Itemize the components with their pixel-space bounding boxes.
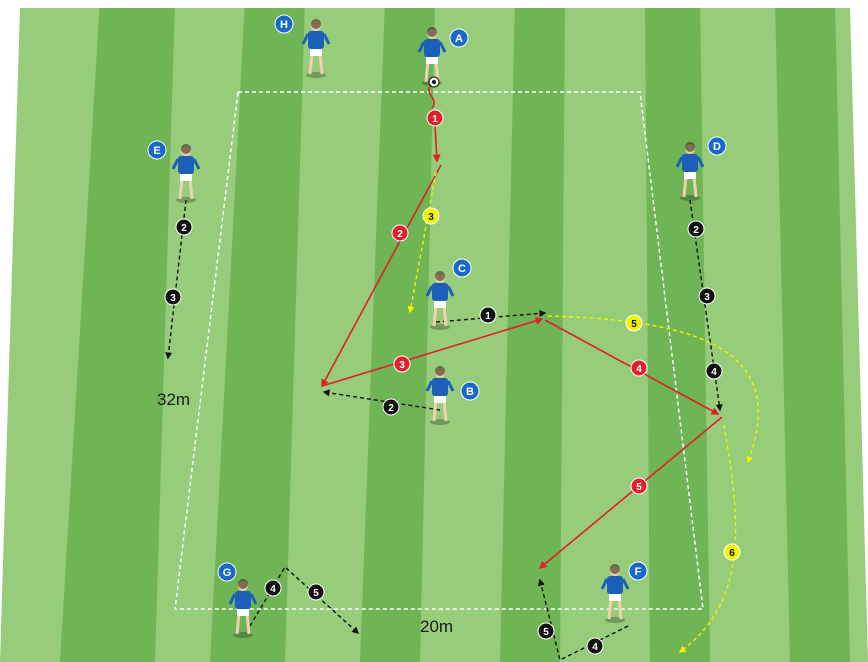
black-marker-g-4: 4 [265,580,281,596]
yellow-marker-3: 3 [423,208,439,224]
red-marker-3: 3 [394,356,410,372]
player-label: G [223,567,232,579]
svg-text:2: 2 [693,225,699,236]
svg-text:2: 2 [397,229,403,240]
red-marker-1: 1 [427,110,443,126]
black-marker-b-2: 2 [383,399,399,415]
player-label: A [455,33,463,45]
black-marker-d-4: 4 [706,363,722,379]
svg-text:4: 4 [711,367,717,378]
black-marker-e-3: 3 [165,289,181,305]
svg-text:6: 6 [729,548,735,559]
width-label: 20m [420,617,453,636]
yellow-marker-5: 5 [626,315,642,331]
red-marker-4: 4 [631,360,647,376]
svg-text:5: 5 [313,588,319,599]
svg-text:1: 1 [485,311,491,322]
length-label: 32m [157,390,190,409]
svg-text:5: 5 [631,319,637,330]
black-marker-d-2: 2 [688,221,704,237]
ball [429,77,439,87]
black-marker-c-1: 1 [480,307,496,323]
black-marker-g-5: 5 [308,584,324,600]
player-label: H [280,19,288,31]
svg-text:4: 4 [636,364,642,375]
black-marker-f-4: 4 [587,638,603,654]
player-label: B [466,386,474,398]
red-marker-5: 5 [631,478,647,494]
svg-text:1: 1 [432,114,438,125]
svg-text:2: 2 [388,403,394,414]
svg-text:3: 3 [399,360,405,371]
black-marker-e-2: 2 [176,219,192,235]
player-label: F [635,566,642,578]
player-label: E [153,145,160,157]
player-label: D [713,141,721,153]
svg-text:4: 4 [592,642,598,653]
svg-text:3: 3 [704,292,710,303]
svg-text:3: 3 [170,293,176,304]
player-label: C [458,263,466,275]
svg-text:5: 5 [636,482,642,493]
red-marker-2: 2 [392,225,408,241]
black-marker-f-5: 5 [538,623,554,639]
svg-text:4: 4 [270,584,276,595]
svg-text:2: 2 [181,223,187,234]
black-marker-d-3: 3 [699,288,715,304]
pitch-stripe [645,0,710,662]
yellow-marker-6: 6 [724,544,740,560]
svg-text:3: 3 [428,212,434,223]
svg-text:5: 5 [543,627,549,638]
